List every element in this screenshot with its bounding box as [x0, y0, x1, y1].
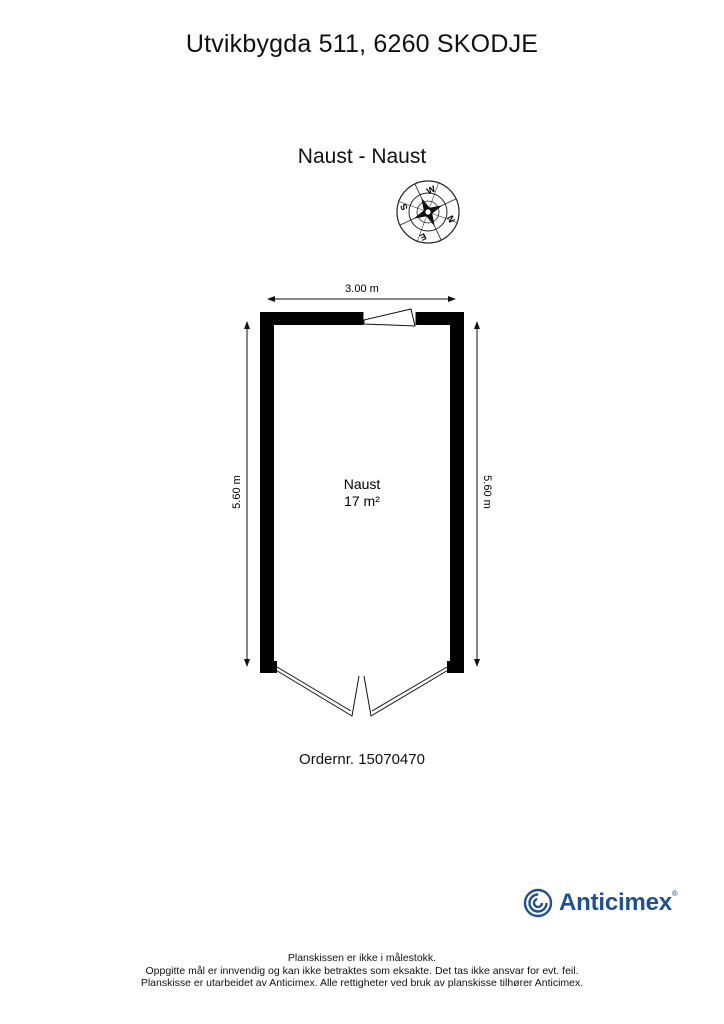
room-name: Naust — [344, 476, 381, 492]
compass-letter-s: S — [398, 202, 410, 212]
disclaimer-line-3: Planskisse er utarbeidet av Anticimex. A… — [140, 977, 584, 989]
disclaimer-line-2: Oppgitte mål er innvendig og kan ikke be… — [145, 964, 579, 977]
wall-right — [450, 312, 464, 673]
walls — [260, 312, 464, 673]
dimension-label-top: 3.00 m — [345, 283, 379, 295]
compass-rose-icon: W N E S — [396, 180, 460, 244]
compass-letter-n: N — [445, 214, 457, 224]
order-number: Ordernr. 15070470 — [299, 751, 425, 768]
top-door — [362, 308, 417, 327]
wall-left — [260, 312, 274, 673]
wall-bottom-right-stub — [447, 661, 464, 673]
plan-title: Naust - Naust — [297, 145, 427, 168]
dimension-label-right: 5.60 m — [481, 475, 493, 509]
anticimex-logo: Anticimex® — [523, 887, 678, 919]
disclaimer: Planskissen er ikke i målestokk. Oppgitt… — [0, 952, 724, 990]
anticimex-logo-icon — [523, 888, 553, 918]
compass-letter-e: E — [418, 231, 428, 243]
disclaimer-line-1: Planskissen er ikke i målestokk. — [287, 952, 437, 964]
wall-bottom-left-stub — [260, 661, 277, 673]
dimension-label-left: 5.60 m — [231, 475, 243, 509]
wall-top-left — [260, 312, 363, 325]
bottom-double-door — [273, 666, 451, 717]
room-area: 17 m² — [344, 493, 380, 509]
anticimex-logo-text: Anticimex® — [559, 889, 678, 916]
address-title: Utvikbygda 511, 6260 SKODJE — [185, 30, 539, 58]
